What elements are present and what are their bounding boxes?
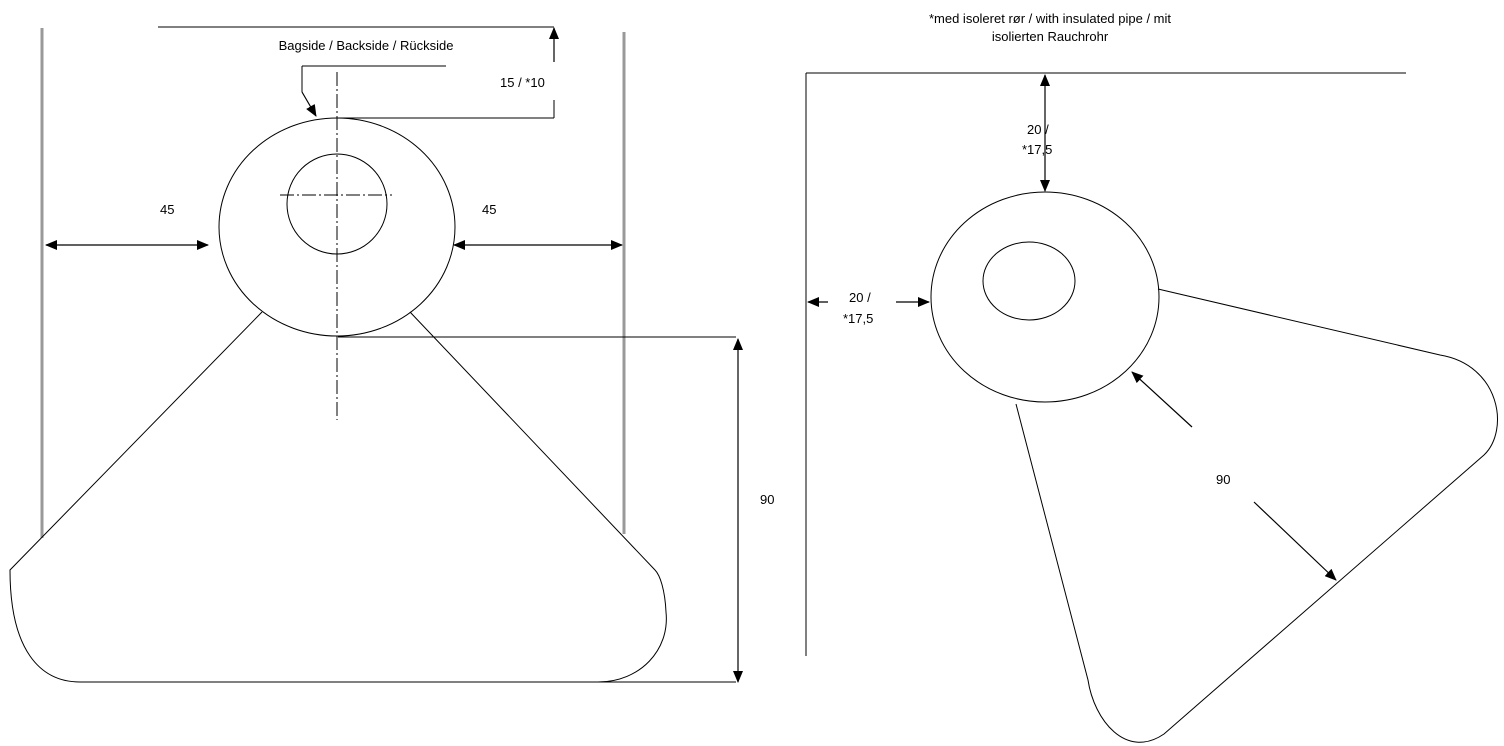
left-view: Bagside / Backside / Rückside 15 / *10 4… <box>9 26 774 683</box>
right-view: *med isoleret rør / with insulated pipe … <box>805 11 1498 743</box>
insulated-pipe-note-line1: *med isoleret rør / with insulated pipe … <box>929 11 1171 26</box>
backside-label: Bagside / Backside / Rückside <box>279 38 454 53</box>
left-side-clearance-label: 45 <box>160 202 174 217</box>
stove-body-ellipse-corner <box>930 191 1160 403</box>
floor-plate <box>9 311 667 683</box>
right-side-clearance-label: 45 <box>482 202 496 217</box>
insulated-pipe-note-line2: isolierten Rauchrohr <box>992 29 1109 44</box>
top-clearance-label: 15 / *10 <box>500 75 545 90</box>
rear-clearance-label-line2: *17,5 <box>1022 142 1052 157</box>
rear-clearance-label-line1: 20 / <box>1027 122 1049 137</box>
flue-outlet-circle-corner <box>982 241 1076 321</box>
corner-depth-arrow-upper <box>1131 371 1193 428</box>
front-depth-label: 90 <box>760 492 774 507</box>
side-clearance-label-line2: *17,5 <box>843 311 873 326</box>
floor-plate-corner <box>1015 288 1498 743</box>
corner-depth-arrow-lower <box>1253 501 1337 581</box>
corner-depth-label: 90 <box>1216 472 1230 487</box>
backside-leader-arrow <box>301 91 317 117</box>
side-clearance-label-line1: 20 / <box>849 290 871 305</box>
